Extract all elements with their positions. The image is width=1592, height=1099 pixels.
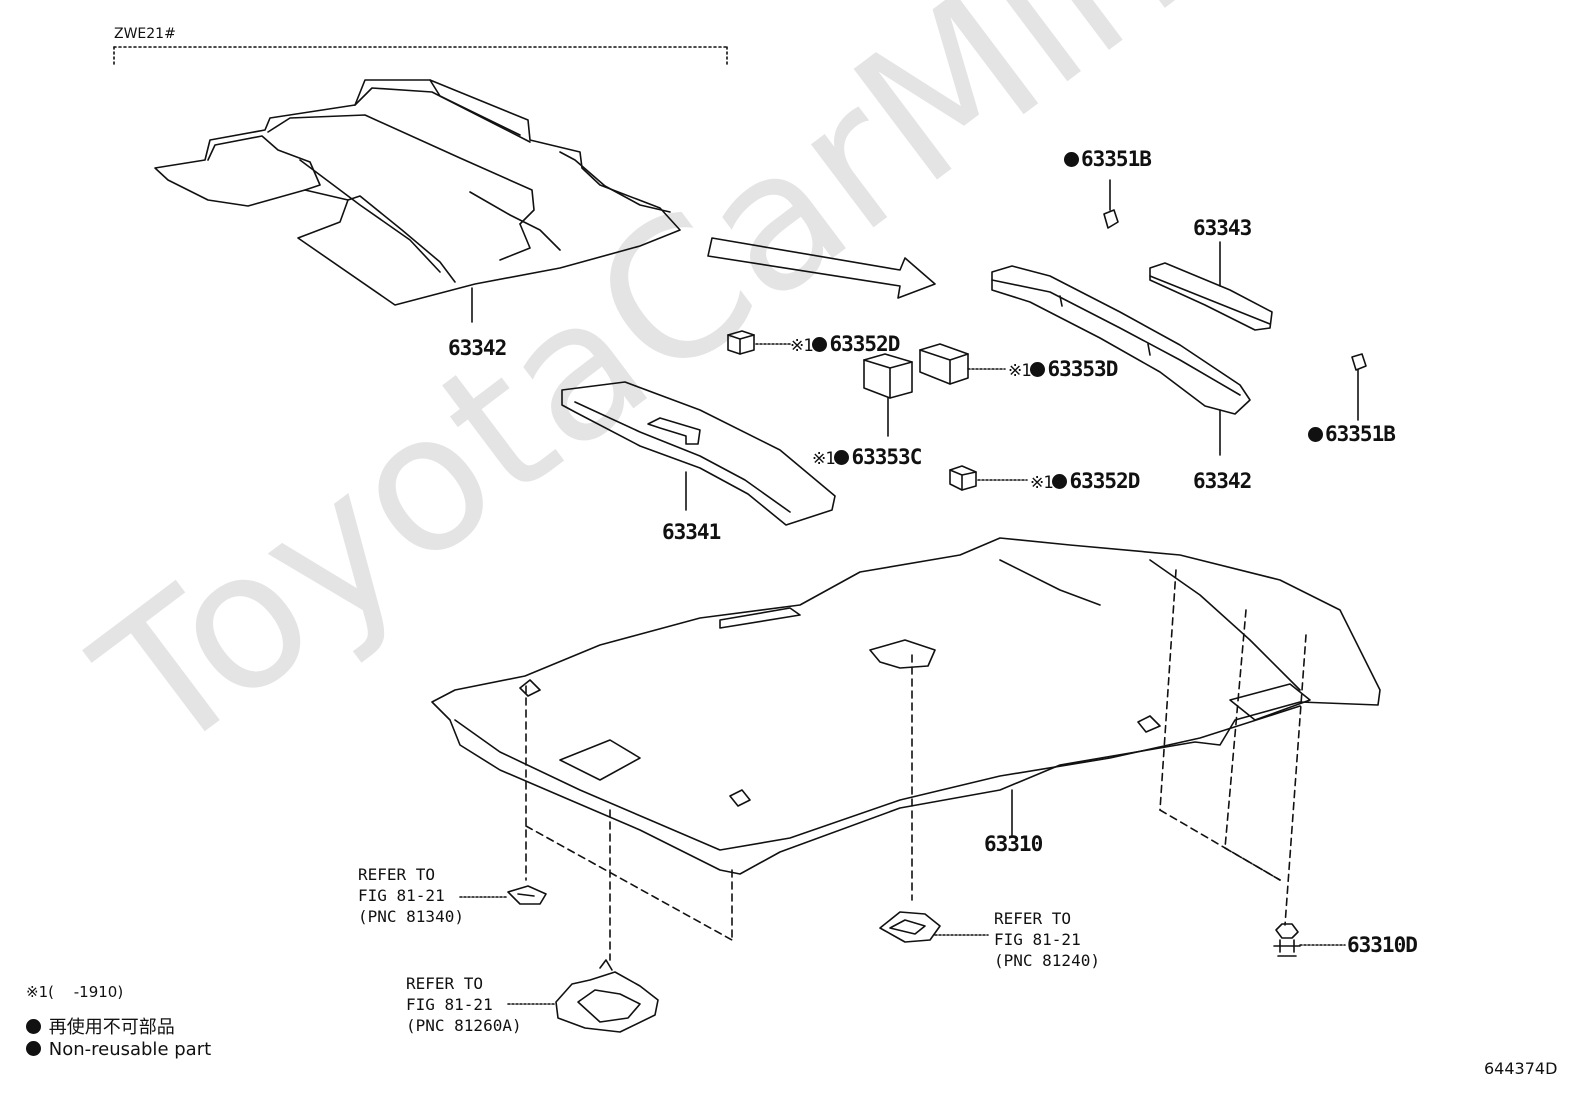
roof-pad-63342-right: [991, 265, 1251, 415]
variant-bracket: [113, 46, 728, 67]
variant-label: ZWE21#: [114, 26, 176, 42]
legend-note-1: ※1( -1910): [26, 983, 124, 1001]
non-reusable-dot-icon: [26, 1041, 41, 1056]
refer-block-81240: REFER TO FIG 81-21 (PNC 81240): [994, 909, 1100, 970]
clip-63310D: [1273, 923, 1301, 957]
spacer-63353C: [863, 353, 913, 399]
non-reusable-dot-icon: [26, 1019, 41, 1034]
non-reusable-dot-icon: [1030, 362, 1046, 377]
lamp-81260A: [555, 959, 659, 1033]
part-label-63341: 63341: [662, 520, 721, 544]
clip-63351B-right: [1351, 353, 1367, 371]
non-reusable-dot-icon: [834, 450, 850, 465]
roof-silencer-pad-63342: [154, 79, 681, 306]
refer-block-81340: REFER TO FIG 81-21 (PNC 81340): [358, 865, 464, 926]
non-reusable-dot-icon: [1308, 427, 1323, 442]
refer-block-81260A: REFER TO FIG 81-21 (PNC 81260A): [406, 974, 522, 1035]
spacer-63352D-top: [727, 330, 755, 355]
legend-non-reusable-en: Non-reusable part: [26, 1039, 211, 1060]
legend-non-reusable-jp: 再使用不可部品: [26, 1013, 175, 1039]
projection-lines: [525, 569, 1307, 961]
part-label-63351B-right: 63351B: [1308, 424, 1396, 445]
part-label-63342-right: 63342: [1193, 469, 1252, 493]
non-reusable-dot-icon: [1052, 474, 1068, 489]
part-label-63310: 63310: [984, 832, 1043, 856]
part-label-63351B-top: 63351B: [1064, 149, 1152, 170]
part-label-63343: 63343: [1193, 216, 1252, 240]
part-label-63310D: 63310D: [1347, 933, 1418, 957]
direction-arrow: [707, 237, 936, 299]
roof-pad-63341: [561, 381, 836, 526]
part-label-63342-roof: 63342: [448, 336, 507, 360]
diagram-code: 644374D: [1484, 1059, 1558, 1078]
roof-pad-63343: [1149, 262, 1273, 331]
non-reusable-dot-icon: [1064, 152, 1079, 167]
spacer-63352D-bottom: [949, 465, 977, 491]
lamp-81240: [879, 911, 941, 943]
lamp-81340: [507, 885, 547, 905]
spacer-63353D: [919, 343, 969, 385]
clip-63351B-top: [1103, 209, 1119, 229]
non-reusable-dot-icon: [812, 337, 828, 352]
